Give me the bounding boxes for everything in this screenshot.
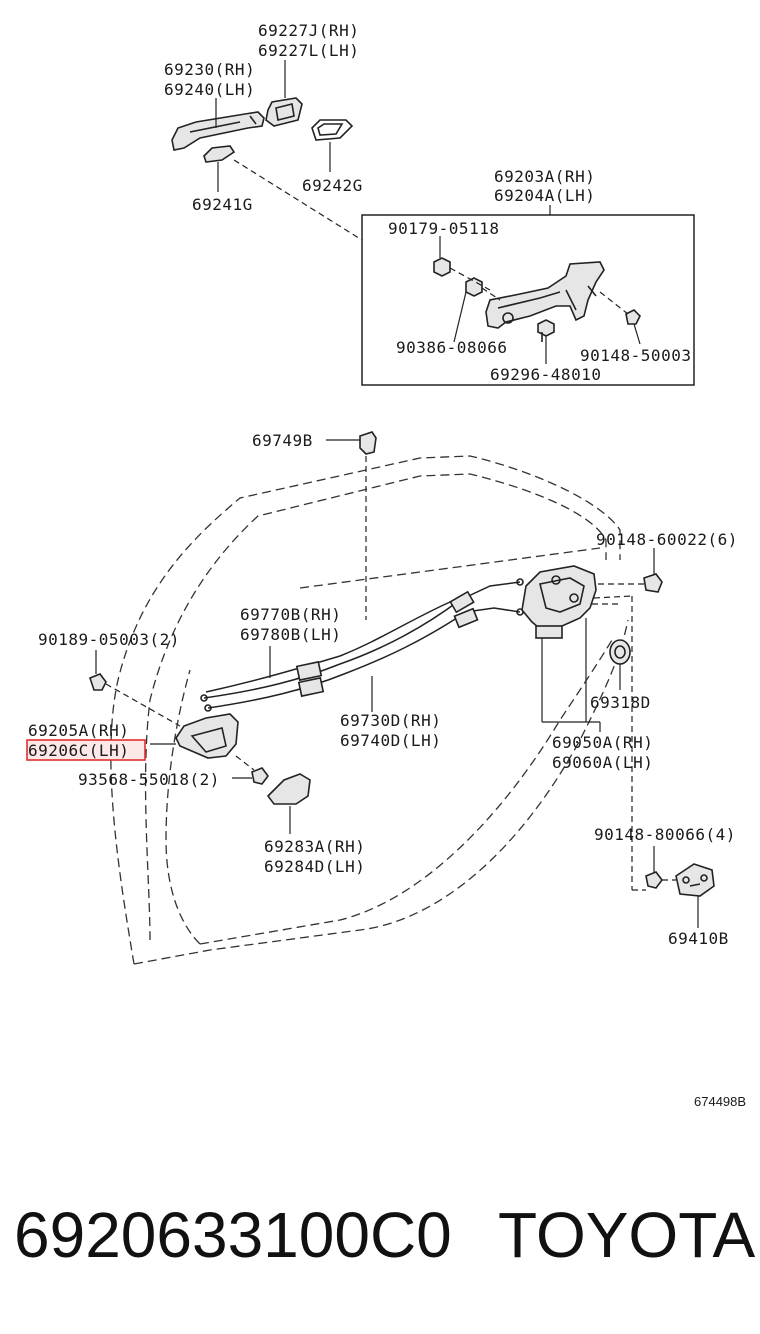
label-69230-rh: 69230(RH) [164,60,255,79]
outside-handle-part [171,111,265,151]
door-outline [110,455,629,965]
nut-part [433,257,451,277]
label-69318: 69318D [590,693,651,712]
frame-assembly-box [361,214,695,386]
grommet-part [609,639,631,665]
label-90148-50003: 90148-50003 [580,346,691,365]
figure-code: 674498B [694,1094,746,1109]
label-69410: 69410B [668,929,729,948]
handle-cover-part [265,97,303,127]
striker-part [675,863,715,897]
gasket-part [311,119,354,141]
lock-screw-part [643,573,663,593]
label-69203-lh: 69204A(LH) [494,186,595,205]
label-69227-rh: 69227J(RH) [258,21,359,40]
small-screw-part [625,309,641,325]
handle-screw-part [251,767,269,785]
label-69206-lh: 69206C(LH) [28,741,129,760]
label-69241: 69241G [192,195,253,214]
label-69050-rh: 69050A(RH) [552,733,653,752]
label-90148-60022: 90148-60022(6) [596,530,738,549]
label-69050-lh: 69060A(LH) [552,753,653,772]
label-93568: 93568-55018(2) [78,770,220,789]
bolt-part [465,277,483,297]
label-69749: 69749B [252,431,313,450]
striker-screw-part [645,871,663,889]
label-69205-rh: 69205A(RH) [28,721,129,740]
label-69283-rh: 69283A(RH) [264,837,365,856]
label-69730-rh: 69730D(RH) [340,711,441,730]
clip-part [359,431,377,455]
label-90179: 90179-05118 [388,219,499,238]
highlight-box [26,739,146,761]
footer-brand: TOYOTA [498,1199,756,1271]
outside-handle-group [171,60,363,241]
label-90189: 90189-05003(2) [38,630,180,649]
cable-69730-part [205,601,451,693]
retainer-clip-part [89,673,107,691]
label-69730-lh: 69740D(LH) [340,731,441,750]
label-69296: 69296-48010 [490,365,601,384]
footer-part-number: 6920633100C0 [14,1199,452,1271]
label-90386: 90386-08066 [396,338,507,357]
frame-assembly-group [361,205,695,386]
cable-69770-part [203,581,521,699]
label-90148-80066: 90148-80066(4) [594,825,736,844]
label-69230-lh: 69240(LH) [164,80,255,99]
bezel-part [266,773,311,805]
door-lock-part [521,565,597,633]
cable-and-lock-group [89,431,715,928]
label-69770-lh: 69780B(LH) [240,625,341,644]
label-69242: 69242G [302,176,363,195]
label-69203-rh: 69203A(RH) [494,167,595,186]
small-gasket-part [203,145,236,163]
label-69770-rh: 69770B(RH) [240,605,341,624]
label-69283-lh: 69284D(LH) [264,857,365,876]
screw-part [537,319,555,337]
label-69227-lh: 69227L(LH) [258,41,359,60]
